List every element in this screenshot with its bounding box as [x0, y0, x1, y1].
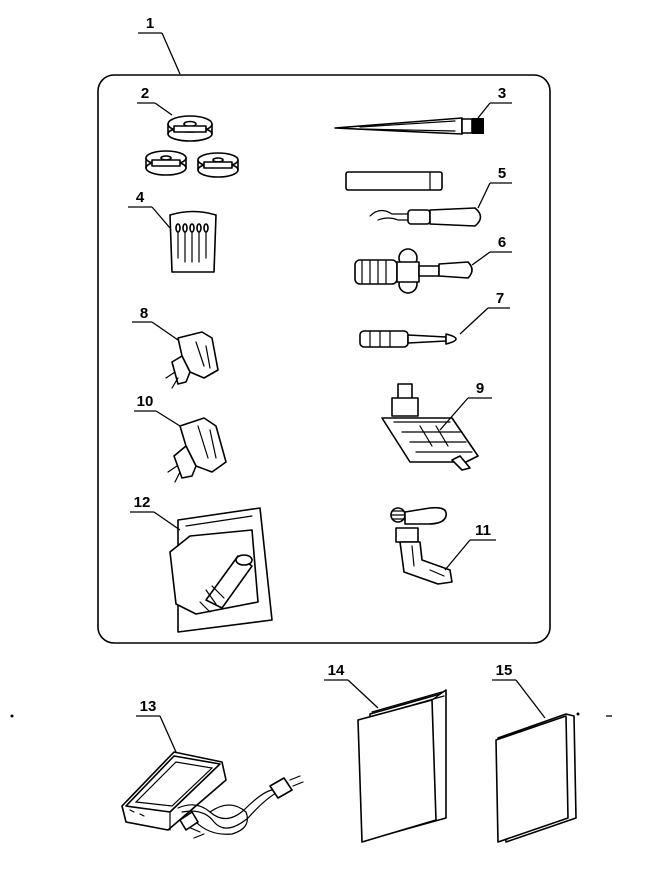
callout-11: 11 — [444, 522, 496, 571]
accessory-box-outline — [97, 74, 551, 644]
stray-mark — [10, 714, 14, 718]
callout-15-label: 15 — [496, 662, 513, 679]
callout-3-label: 3 — [498, 85, 506, 102]
callout-5-label: 5 — [498, 165, 506, 182]
callout-10-label: 10 — [137, 393, 154, 410]
presser-foot-8-part — [165, 331, 219, 389]
buttonhole-foot-part — [381, 383, 479, 471]
callout-8-label: 8 — [140, 305, 148, 322]
callout-6: 6 — [471, 234, 512, 266]
seam-ripper-part — [345, 171, 482, 227]
large-screwdriver-part — [354, 248, 473, 294]
needle-pack-part — [169, 210, 217, 273]
callout-7-label: 7 — [496, 290, 504, 307]
callout-1-label: 1 — [146, 15, 154, 32]
callout-4: 4 — [128, 189, 171, 229]
small-screwdriver-part — [359, 330, 457, 348]
callout-13: 13 — [136, 698, 177, 753]
callout-13-label: 13 — [140, 698, 157, 715]
lint-brush-part — [334, 117, 484, 135]
callout-1: 1 — [138, 15, 181, 75]
presser-foot-10-part — [167, 417, 227, 483]
callout-6-label: 6 — [498, 234, 506, 251]
callout-11-label: 11 — [475, 522, 491, 539]
callout-9-label: 9 — [476, 380, 484, 397]
callout-12-label: 12 — [134, 494, 151, 511]
callout-7: 7 — [459, 290, 510, 335]
instruction-book-part — [357, 689, 447, 843]
presser-foot-11-part — [390, 506, 453, 585]
callout-5: 5 — [477, 165, 512, 209]
stray-mark — [576, 712, 580, 716]
foot-controller-part — [121, 751, 304, 839]
accessory-bag-part — [169, 507, 273, 633]
callout-12: 12 — [130, 494, 181, 531]
callout-4-label: 4 — [136, 189, 145, 206]
callout-3: 3 — [477, 85, 512, 119]
callout-10: 10 — [134, 393, 181, 427]
callout-2-label: 2 — [141, 85, 149, 102]
booklet-part — [495, 713, 577, 843]
callout-9: 9 — [439, 380, 492, 431]
callout-15: 15 — [492, 662, 546, 719]
callout-14-label: 14 — [328, 662, 345, 679]
bobbins-part — [145, 115, 239, 178]
callout-14: 14 — [324, 662, 379, 709]
callout-2: 2 — [137, 85, 173, 116]
callout-8: 8 — [132, 305, 179, 341]
